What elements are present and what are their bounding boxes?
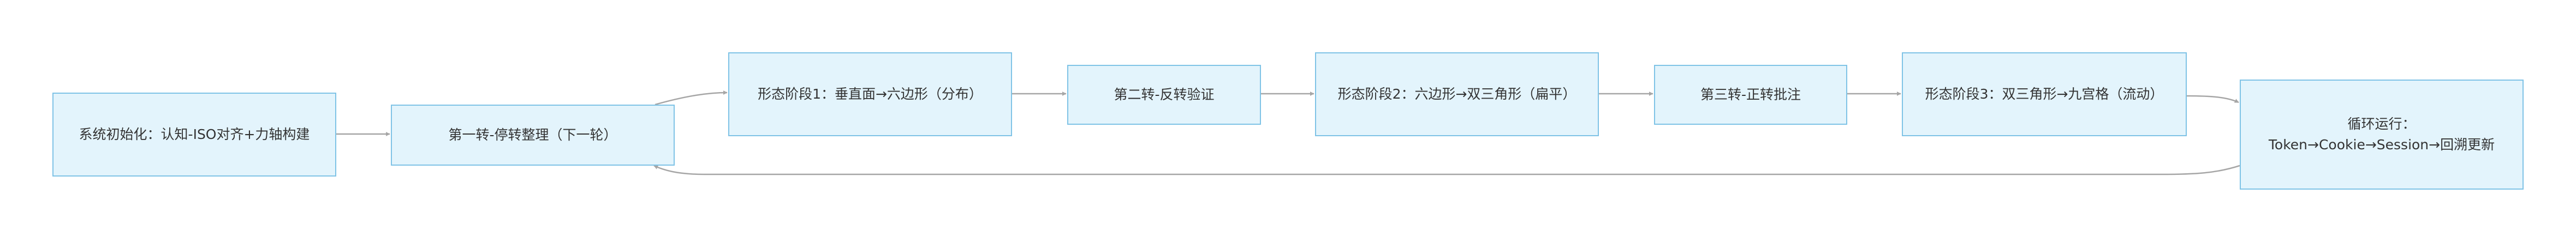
node-stage1-label: 形态阶段1：垂直面→六边形（分布） (758, 86, 983, 102)
node-turn2[interactable]: 第二转-反转验证 (1067, 65, 1261, 125)
edge-stage3-to-loop (2186, 95, 2239, 104)
edge-turn1-to-stage1 (655, 90, 728, 106)
edge-loop-to-turn1 (653, 165, 2240, 175)
node-turn1-label: 第一转-停转整理（下一轮） (448, 127, 617, 143)
node-loop-label: 循环运行：Token→Cookie→Session→回溯更新 (2268, 116, 2495, 153)
node-system-init-label: 系统初始化：认知-ISO对齐+力轴构建 (79, 126, 310, 142)
node-stage3-label: 形态阶段3：双三角形→九宫格（流动） (1925, 86, 2164, 102)
node-turn3[interactable]: 第三转-正转批注 (1654, 65, 1847, 125)
node-stage2-label: 形态阶段2：六边形→双三角形（扁平） (1337, 86, 1576, 102)
node-turn2-label: 第二转-反转验证 (1114, 87, 1215, 102)
node-turn1[interactable]: 第一转-停转整理（下一轮） (391, 105, 675, 166)
node-stage1[interactable]: 形态阶段1：垂直面→六边形（分布） (728, 52, 1012, 136)
node-turn3-label: 第三转-正转批注 (1700, 87, 1801, 102)
node-system-init[interactable]: 系统初始化：认知-ISO对齐+力轴构建 (52, 93, 336, 177)
node-stage2[interactable]: 形态阶段2：六边形→双三角形（扁平） (1315, 52, 1599, 136)
node-stage3[interactable]: 形态阶段3：双三角形→九宫格（流动） (1902, 52, 2187, 136)
node-loop[interactable]: 循环运行：Token→Cookie→Session→回溯更新 (2240, 80, 2524, 190)
